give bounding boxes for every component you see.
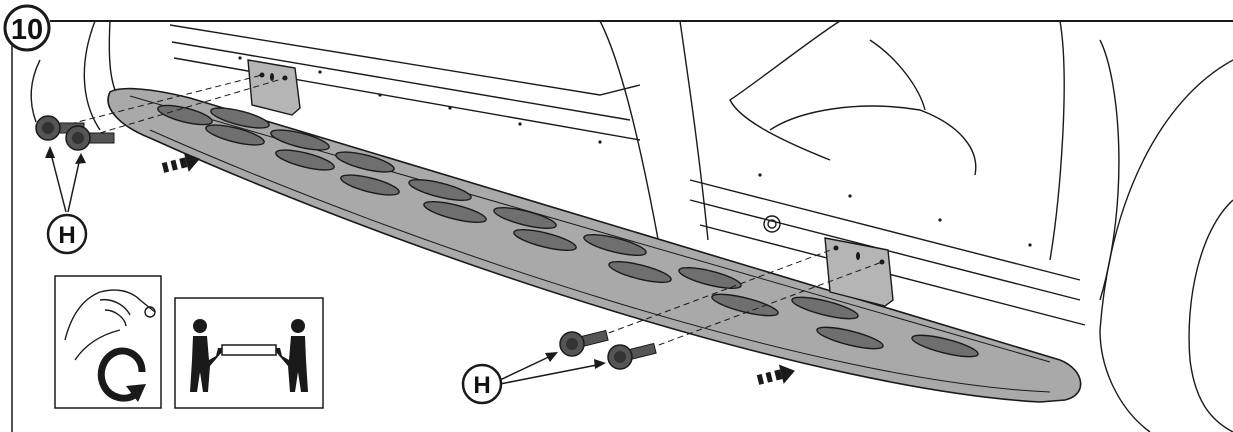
- direction-arrow-icon: [161, 152, 200, 173]
- flange-bolt-icon: [559, 329, 657, 370]
- mounting-bracket-rear: [247, 59, 301, 116]
- two-person-lift-box: [174, 297, 324, 409]
- rotate-clockwise-icon: [97, 347, 146, 402]
- callout-h-right: H: [461, 352, 606, 405]
- mounting-bracket-front: [824, 237, 894, 307]
- callout-label-left: H: [58, 222, 75, 249]
- direction-arrow-icon: [756, 364, 795, 385]
- step-number: 10: [11, 14, 43, 46]
- two-person-lift-icon: [190, 319, 308, 392]
- callout-label-right: H: [473, 372, 490, 399]
- step-number-badge: 10: [3, 4, 51, 52]
- hand-tighten-icon: [64, 289, 156, 361]
- sill-rivets: [238, 56, 1032, 247]
- flange-bolt-icon: [35, 115, 115, 151]
- alignment-lines: [69, 74, 883, 353]
- hand-tighten-box: [54, 275, 162, 409]
- frame: [11, 20, 1233, 432]
- callout-h-left: H: [45, 146, 88, 255]
- tread-pads: [157, 104, 979, 358]
